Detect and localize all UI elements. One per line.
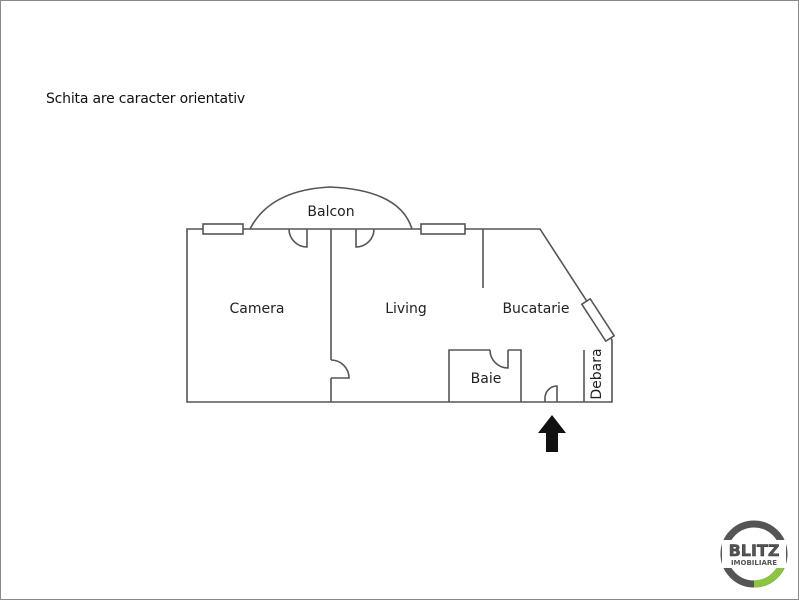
logo-text-blitz: BLITZ xyxy=(729,541,780,560)
wall-outer xyxy=(186,228,613,403)
door-balcon-right xyxy=(355,228,375,248)
label-bucatarie: Bucatarie xyxy=(502,301,569,317)
disclaimer-note: Schita are caracter orientativ xyxy=(46,91,246,107)
window-living xyxy=(420,223,466,235)
door-balcon-left xyxy=(288,228,308,248)
label-debara: Debara xyxy=(589,348,605,399)
label-baie: Baie xyxy=(471,371,502,387)
door-baie xyxy=(489,349,509,369)
wall-baie xyxy=(448,349,522,402)
door-entrance xyxy=(544,385,558,402)
logo-text-imobiliare: IMOBILIARE xyxy=(731,559,777,567)
blitz-logo: BLITZ IMOBILIARE xyxy=(720,520,788,588)
balcon-outline xyxy=(249,186,413,230)
window-camera xyxy=(202,223,244,235)
door-camera xyxy=(330,359,350,379)
window-kitchen xyxy=(580,297,616,343)
label-living: Living xyxy=(385,301,427,317)
label-balcon: Balcon xyxy=(307,204,354,220)
label-camera: Camera xyxy=(230,301,285,317)
arrow-up-icon xyxy=(538,415,566,452)
